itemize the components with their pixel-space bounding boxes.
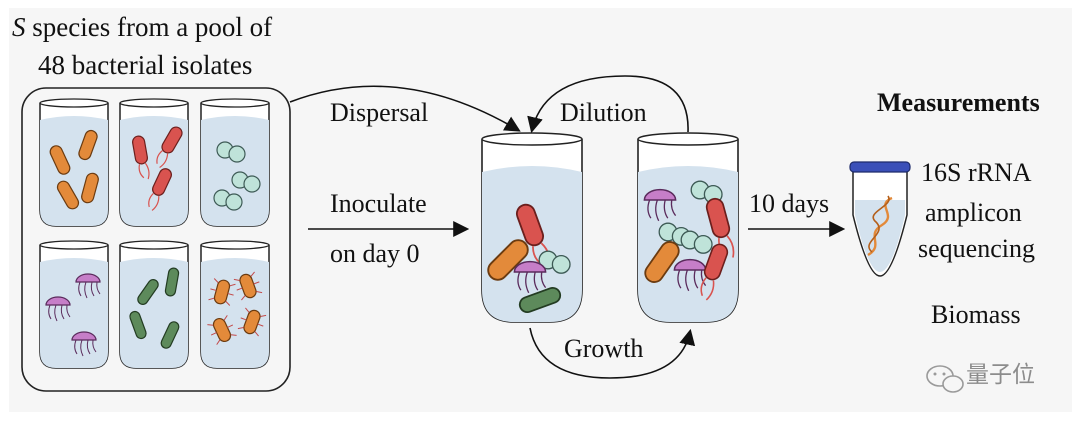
measurement-biomass-label: Biomass — [931, 300, 1021, 329]
growth-arrow — [529, 327, 696, 379]
pool-title-rest: species from a pool of — [25, 12, 273, 42]
isolate-pool-box — [21, 87, 291, 392]
measurements-heading: Measurements — [877, 88, 1040, 117]
sequencing-sample-tube — [849, 161, 911, 277]
isolate-tube-hairy — [200, 240, 270, 369]
dispersal-arrow — [289, 85, 521, 132]
pool-title-line2: 48 bacterial isolates — [38, 50, 253, 80]
dilution-label: Dilution — [560, 98, 647, 127]
ten-days-label: 10 days — [749, 189, 830, 218]
measurement-sequencing-label: sequencing — [918, 234, 1035, 263]
inoculate-label: Inoculate — [330, 189, 427, 218]
pool-title-line1: S species from a pool of — [12, 14, 272, 41]
isolate-tube-red — [119, 98, 189, 227]
measurement-amplicon-label: amplicon — [925, 198, 1022, 227]
community-tube-day0 — [481, 132, 583, 323]
wechat-watermark-icon — [926, 365, 964, 393]
isolate-tube-jelly — [39, 240, 109, 369]
dispersal-label: Dispersal — [330, 98, 429, 127]
isolate-tube-orange — [39, 98, 109, 227]
isolate-tube-green — [119, 240, 189, 369]
watermark-text: 量子位 — [966, 362, 1035, 388]
day0-label: on day 0 — [330, 239, 420, 268]
species-count-symbol: S — [12, 12, 26, 42]
measurement-16s-label: 16S rRNA — [921, 158, 1032, 187]
isolate-tube-cocci — [200, 98, 270, 227]
community-tube-day10 — [637, 132, 739, 323]
growth-label: Growth — [564, 334, 644, 363]
blue-cap — [849, 161, 911, 173]
dilution-arrow — [527, 75, 689, 134]
